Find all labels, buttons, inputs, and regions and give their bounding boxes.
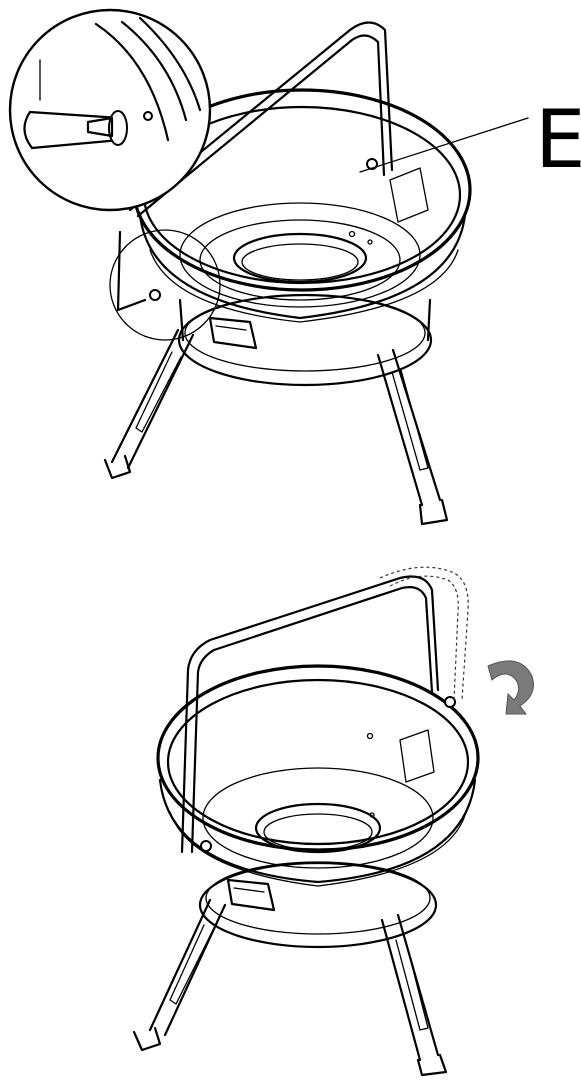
part-label-e: E [535, 93, 581, 186]
rotate-arrow-icon [487, 660, 534, 715]
step-1-illustration [8, 8, 529, 526]
label-e-leader-line [359, 117, 529, 173]
step-1-handle [116, 21, 394, 312]
step-1-base-ring [177, 293, 433, 387]
step-2-bowl [156, 664, 480, 912]
step-1-bowl [132, 88, 472, 350]
step-2-base-ring [198, 861, 438, 949]
step-2-legs [132, 898, 448, 1077]
handle-previous-position [379, 566, 469, 701]
step-2-handle [180, 575, 456, 854]
step-2-illustration [132, 566, 534, 1077]
step-1-legs [103, 328, 449, 526]
detail-marker-circle [109, 229, 221, 341]
zoom-detail-circle [8, 8, 212, 212]
